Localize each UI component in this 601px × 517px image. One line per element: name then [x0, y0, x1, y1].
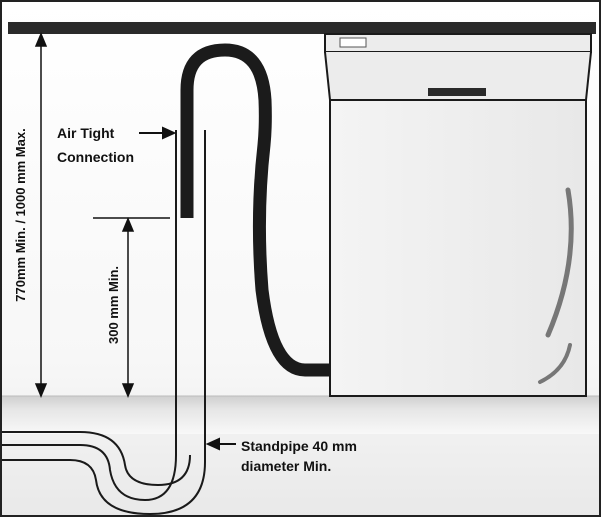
dishwasher-door: [329, 99, 587, 397]
air-tight-label-line2: Connection: [57, 149, 134, 165]
door-reflection: [545, 187, 574, 338]
worktop: [8, 22, 596, 34]
standpipe-arrow: [205, 437, 236, 451]
standpipe-label-line1: Standpipe 40 mm: [241, 438, 357, 454]
dishwasher-handle: [428, 88, 486, 96]
drain-hose: [180, 43, 330, 377]
dishwasher: [324, 33, 592, 397]
standpipe: [2, 130, 206, 516]
standpipe-label-line2: diameter Min.: [241, 458, 331, 474]
dimension-min-height: [93, 217, 170, 398]
air-tight-arrow: [139, 126, 177, 140]
door-reflection-lower: [538, 343, 572, 384]
min-height-label: 300 mm Min.: [106, 266, 121, 344]
dimension-total-height: [34, 32, 48, 398]
air-tight-label-line1: Air Tight: [57, 125, 115, 141]
dishwasher-top-slot: [339, 37, 367, 48]
floor: [2, 396, 599, 434]
total-height-label: 770mm Min. / 1000 mm Max.: [13, 128, 28, 301]
